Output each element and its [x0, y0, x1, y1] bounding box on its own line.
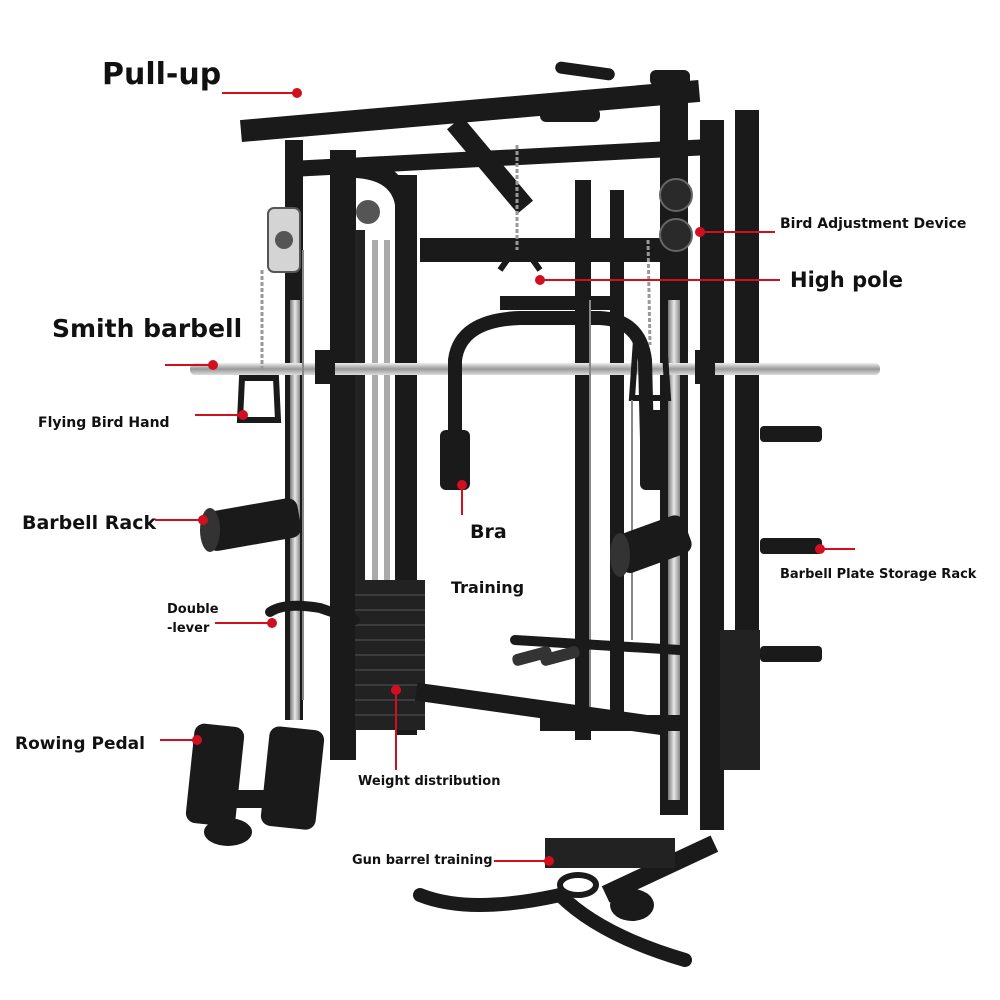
label-double-lever: Double -lever — [167, 602, 219, 636]
plate-storage-pegs — [760, 426, 822, 662]
landmine-attachment — [413, 872, 692, 967]
label-bra: Bra — [470, 521, 507, 543]
label-barbell-plate-storage-rack: Barbell Plate Storage Rack — [780, 567, 977, 582]
callout-lines — [155, 92, 855, 862]
base-frame — [414, 682, 719, 903]
label-smith-barbell: Smith barbell — [52, 314, 243, 343]
label-weight-distribution: Weight distribution — [358, 774, 501, 789]
rowing-pedal — [185, 723, 325, 846]
pulleys — [267, 178, 693, 273]
high-cross-bar — [420, 238, 680, 262]
barbell-rack — [200, 498, 692, 577]
callout-dots — [192, 88, 825, 866]
label-bird-adjustment-device: Bird Adjustment Device — [780, 216, 967, 232]
label-barbell-rack: Barbell Rack — [22, 512, 157, 534]
chains — [260, 145, 652, 370]
pec-deck — [448, 311, 655, 487]
top-frame — [240, 61, 711, 214]
right-uprights — [575, 95, 759, 830]
label-flying-bird-hand: Flying Bird Hand — [38, 415, 170, 431]
label-high-pole: High pole — [790, 268, 903, 292]
label-training: Training — [451, 578, 525, 597]
double-lever — [265, 600, 685, 655]
label-pull-up: Pull-up — [102, 57, 222, 92]
label-gun-barrel-training: Gun barrel training — [352, 853, 493, 868]
handles — [236, 253, 672, 423]
label-rowing-pedal: Rowing Pedal — [15, 734, 145, 754]
weight-stack — [355, 580, 760, 770]
smith-bar — [190, 350, 880, 384]
